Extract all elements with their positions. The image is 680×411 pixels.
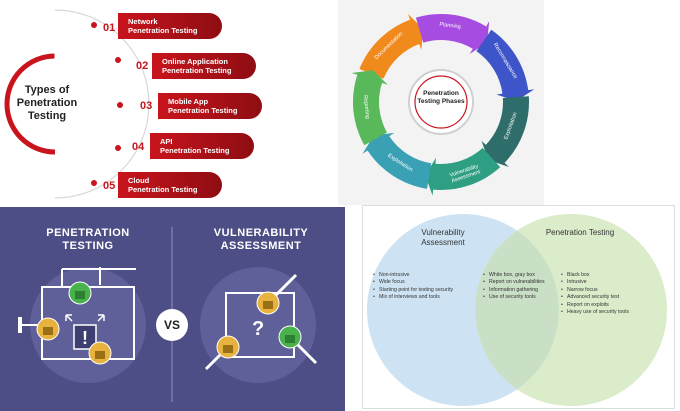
type-item-api: API Penetration Testing [150, 133, 254, 159]
item-number: 03 [140, 100, 153, 112]
types-of-pentesting-panel: Types of Penetration Testing 01 Network … [0, 0, 268, 205]
va-illustration: ? [200, 267, 318, 383]
type-item-line2: Penetration Testing [128, 26, 198, 35]
venn-list-item: Report on exploits [561, 302, 633, 309]
venn-list-item: Report on vulnerabilities [483, 279, 547, 286]
svg-text:!: ! [82, 328, 88, 348]
type-item-line1: Mobile App [168, 97, 209, 106]
type-item-line2: Penetration Testing [162, 66, 232, 75]
venn-list-item: Use of security tools [483, 294, 547, 301]
type-item-online-application: Online Application Penetration Testing [152, 53, 256, 79]
venn-diagram-panel: Vulnerability Assessment Penetration Tes… [362, 205, 675, 409]
venn-list-item: Non-intrusive [373, 272, 455, 279]
phases-center-label: Penetration Testing Phases [417, 90, 465, 105]
venn-list-item: Intrusive [561, 279, 633, 286]
type-item-line2: Penetration Testing [168, 106, 238, 115]
vs-label: VS [163, 318, 180, 332]
phase-arrow-2 [476, 29, 535, 102]
venn-middle-list: White box, gray boxReport on vulnerabili… [483, 272, 547, 302]
pentest-illustration: ! [18, 267, 146, 383]
phases-cycle-diagram [351, 13, 535, 196]
vs-illustration: ! ? [18, 227, 318, 402]
item-number: 02 [136, 60, 149, 72]
venn-list-item: Information gathering [483, 287, 547, 294]
type-item-line2: Penetration Testing [128, 185, 198, 194]
type-item-line1: Online Application [162, 57, 228, 66]
phase-arrow-6 [351, 70, 388, 146]
phase-arrow-5 [362, 132, 432, 189]
phase-arrow-3 [481, 96, 529, 167]
venn-list-item: Starting point for testing security [373, 287, 455, 294]
pentest-vs-va-panel: PENETRATION TESTING VULNERABILITY ASSESS… [0, 207, 345, 411]
item-number: 01 [103, 22, 116, 34]
venn-list-item: Advanced security test [561, 294, 633, 301]
type-item-network: Network Penetration Testing [118, 13, 222, 39]
venn-list-item: Wide focus [373, 279, 455, 286]
pentest-phases-panel: Penetration Testing Phases Documentation… [338, 0, 544, 205]
types-arc-graphic [4, 9, 150, 199]
type-item-mobile-app: Mobile App Penetration Testing [158, 93, 262, 119]
va-heading: VULNERABILITY ASSESSMENT [213, 227, 309, 252]
phase-arrow-4 [425, 147, 501, 196]
venn-right-title: Penetration Testing [545, 228, 615, 237]
venn-list-item: White box, gray box [483, 272, 547, 279]
venn-left-list: Non-intrusiveWide focusStarting point fo… [373, 272, 455, 302]
item-number: 04 [132, 141, 145, 153]
types-title: Types of Penetration Testing [16, 84, 78, 122]
type-item-cloud: Cloud Penetration Testing [118, 172, 222, 198]
venn-list-item: Black box [561, 272, 633, 279]
type-item-line2: Penetration Testing [160, 146, 230, 155]
venn-list-item: Narrow focus [561, 287, 633, 294]
venn-list-item: Mix of interviews and tools [373, 294, 455, 301]
svg-text:?: ? [252, 318, 264, 340]
venn-left-title: Vulnerability Assessment [421, 228, 465, 247]
type-item-line1: API [160, 137, 173, 146]
item-number: 05 [103, 180, 116, 192]
phases-center-circle [408, 69, 474, 135]
phase-arrow-0 [359, 13, 424, 79]
type-item-line1: Network [128, 17, 158, 26]
venn-right-list: Black boxIntrusiveNarrow focusAdvanced s… [561, 272, 633, 316]
type-item-line1: Cloud [128, 176, 150, 185]
venn-list-item: Heavy use of security tools [561, 309, 633, 316]
pentest-heading: PENETRATION TESTING [46, 227, 130, 252]
phase-arrow-1 [415, 14, 490, 54]
